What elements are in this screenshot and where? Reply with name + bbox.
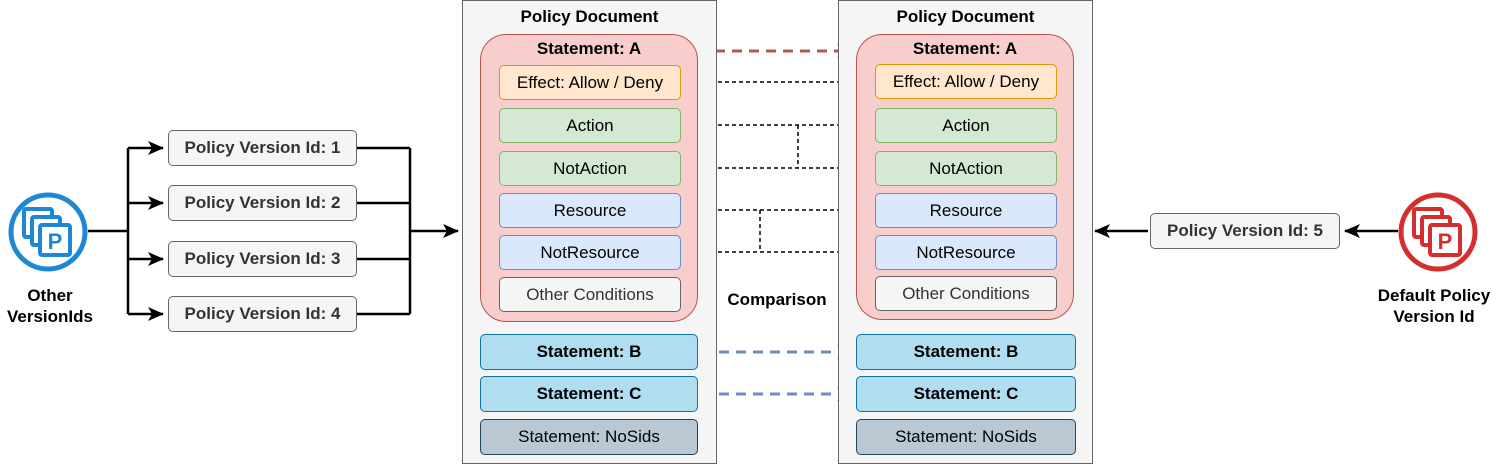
statement-nosids[interactable]: Statement: NoSids	[480, 419, 698, 455]
default-version-policy-icon: P	[1398, 192, 1478, 272]
left-merge-arrows	[357, 146, 459, 316]
statement-a-title: Statement: A	[536, 39, 642, 58]
statement-b[interactable]: Statement: B	[856, 334, 1076, 370]
statement-b[interactable]: Statement: B	[480, 334, 698, 370]
svg-text:P: P	[48, 229, 63, 254]
policy-document-title: Policy Document	[896, 7, 1035, 26]
other-versions-label: Other VersionIds	[7, 286, 93, 326]
statement-nosids[interactable]: Statement: NoSids	[856, 419, 1076, 455]
other-versions-policy-icon: P	[8, 192, 88, 272]
policy-version-2[interactable]: Policy Version Id: 2	[168, 185, 357, 221]
default-version-label: Default Policy Version Id	[1377, 286, 1491, 326]
statement-c[interactable]: Statement: C	[856, 376, 1076, 412]
statement-c[interactable]: Statement: C	[480, 376, 698, 412]
svg-text:P: P	[1438, 229, 1453, 254]
action-field[interactable]: Action	[499, 108, 681, 143]
policy-version-1[interactable]: Policy Version Id: 1	[168, 130, 357, 166]
other-conditions-field[interactable]: Other Conditions	[875, 276, 1057, 311]
effect-field[interactable]: Effect: Allow / Deny	[499, 65, 681, 100]
resource-field[interactable]: Resource	[499, 193, 681, 228]
statement-a-title: Statement: A	[912, 39, 1018, 58]
not-action-field[interactable]: NotAction	[499, 151, 681, 186]
not-resource-field[interactable]: NotResource	[499, 235, 681, 270]
policy-version-5[interactable]: Policy Version Id: 5	[1150, 213, 1340, 249]
comparison-label: Comparison	[727, 290, 827, 309]
action-field[interactable]: Action	[875, 108, 1057, 143]
left-fan-out-arrows	[88, 141, 164, 321]
not-action-field[interactable]: NotAction	[875, 151, 1057, 186]
not-resource-field[interactable]: NotResource	[875, 235, 1057, 270]
policy-document-title: Policy Document	[520, 7, 659, 26]
other-conditions-field[interactable]: Other Conditions	[499, 277, 681, 312]
policy-version-4[interactable]: Policy Version Id: 4	[168, 296, 357, 332]
resource-field[interactable]: Resource	[875, 193, 1057, 228]
effect-field[interactable]: Effect: Allow / Deny	[875, 64, 1057, 99]
policy-version-3[interactable]: Policy Version Id: 3	[168, 241, 357, 277]
